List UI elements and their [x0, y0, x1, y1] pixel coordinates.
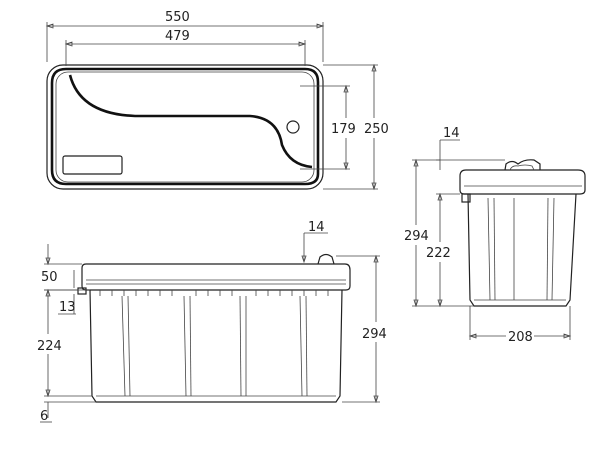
dim-front-handle-offset: 14 [308, 220, 325, 235]
dim-overall-width: 550 [165, 10, 190, 25]
dim-side-body-width: 208 [508, 330, 533, 345]
side-view-body [467, 193, 577, 307]
top-view-recess-curve [68, 74, 313, 169]
top-view-inner-outline [55, 71, 315, 183]
dim-hinge-offset: 13 [59, 300, 76, 315]
side-view-handle [504, 159, 541, 171]
dim-lid-height: 50 [41, 270, 58, 285]
top-view-outer-outline [46, 64, 324, 190]
front-view-hinge [77, 287, 87, 295]
side-view-lid [459, 169, 586, 195]
top-view-lid-contour [50, 67, 320, 186]
dim-body-height: 224 [37, 339, 62, 354]
dim-lid-width: 479 [165, 29, 190, 44]
dim-side-body-height: 222 [426, 246, 451, 261]
dim-foot-height: 6 [40, 409, 48, 424]
front-view-body-ribs [121, 295, 308, 397]
dim-side-overall-height: 294 [404, 229, 429, 244]
front-view-handle [317, 253, 335, 265]
top-view-label-plate [62, 155, 123, 175]
side-view-body-ribs [487, 197, 555, 301]
front-view-lid-ribs [99, 290, 329, 296]
top-view: 550 479 179 250 [45, 10, 389, 191]
side-view-hinge [461, 193, 471, 203]
front-view-body [89, 289, 343, 403]
dim-side-handle-offset: 14 [443, 126, 460, 141]
dim-overall-depth: 250 [364, 122, 389, 137]
dim-front-overall-height: 294 [362, 327, 387, 342]
side-view: 14 294 222 208 [404, 126, 586, 345]
dim-inner-height: 179 [331, 122, 356, 137]
front-view: 50 13 224 6 14 294 [37, 220, 387, 424]
front-view-lid [81, 263, 351, 291]
top-view-lock-knob [286, 120, 300, 134]
